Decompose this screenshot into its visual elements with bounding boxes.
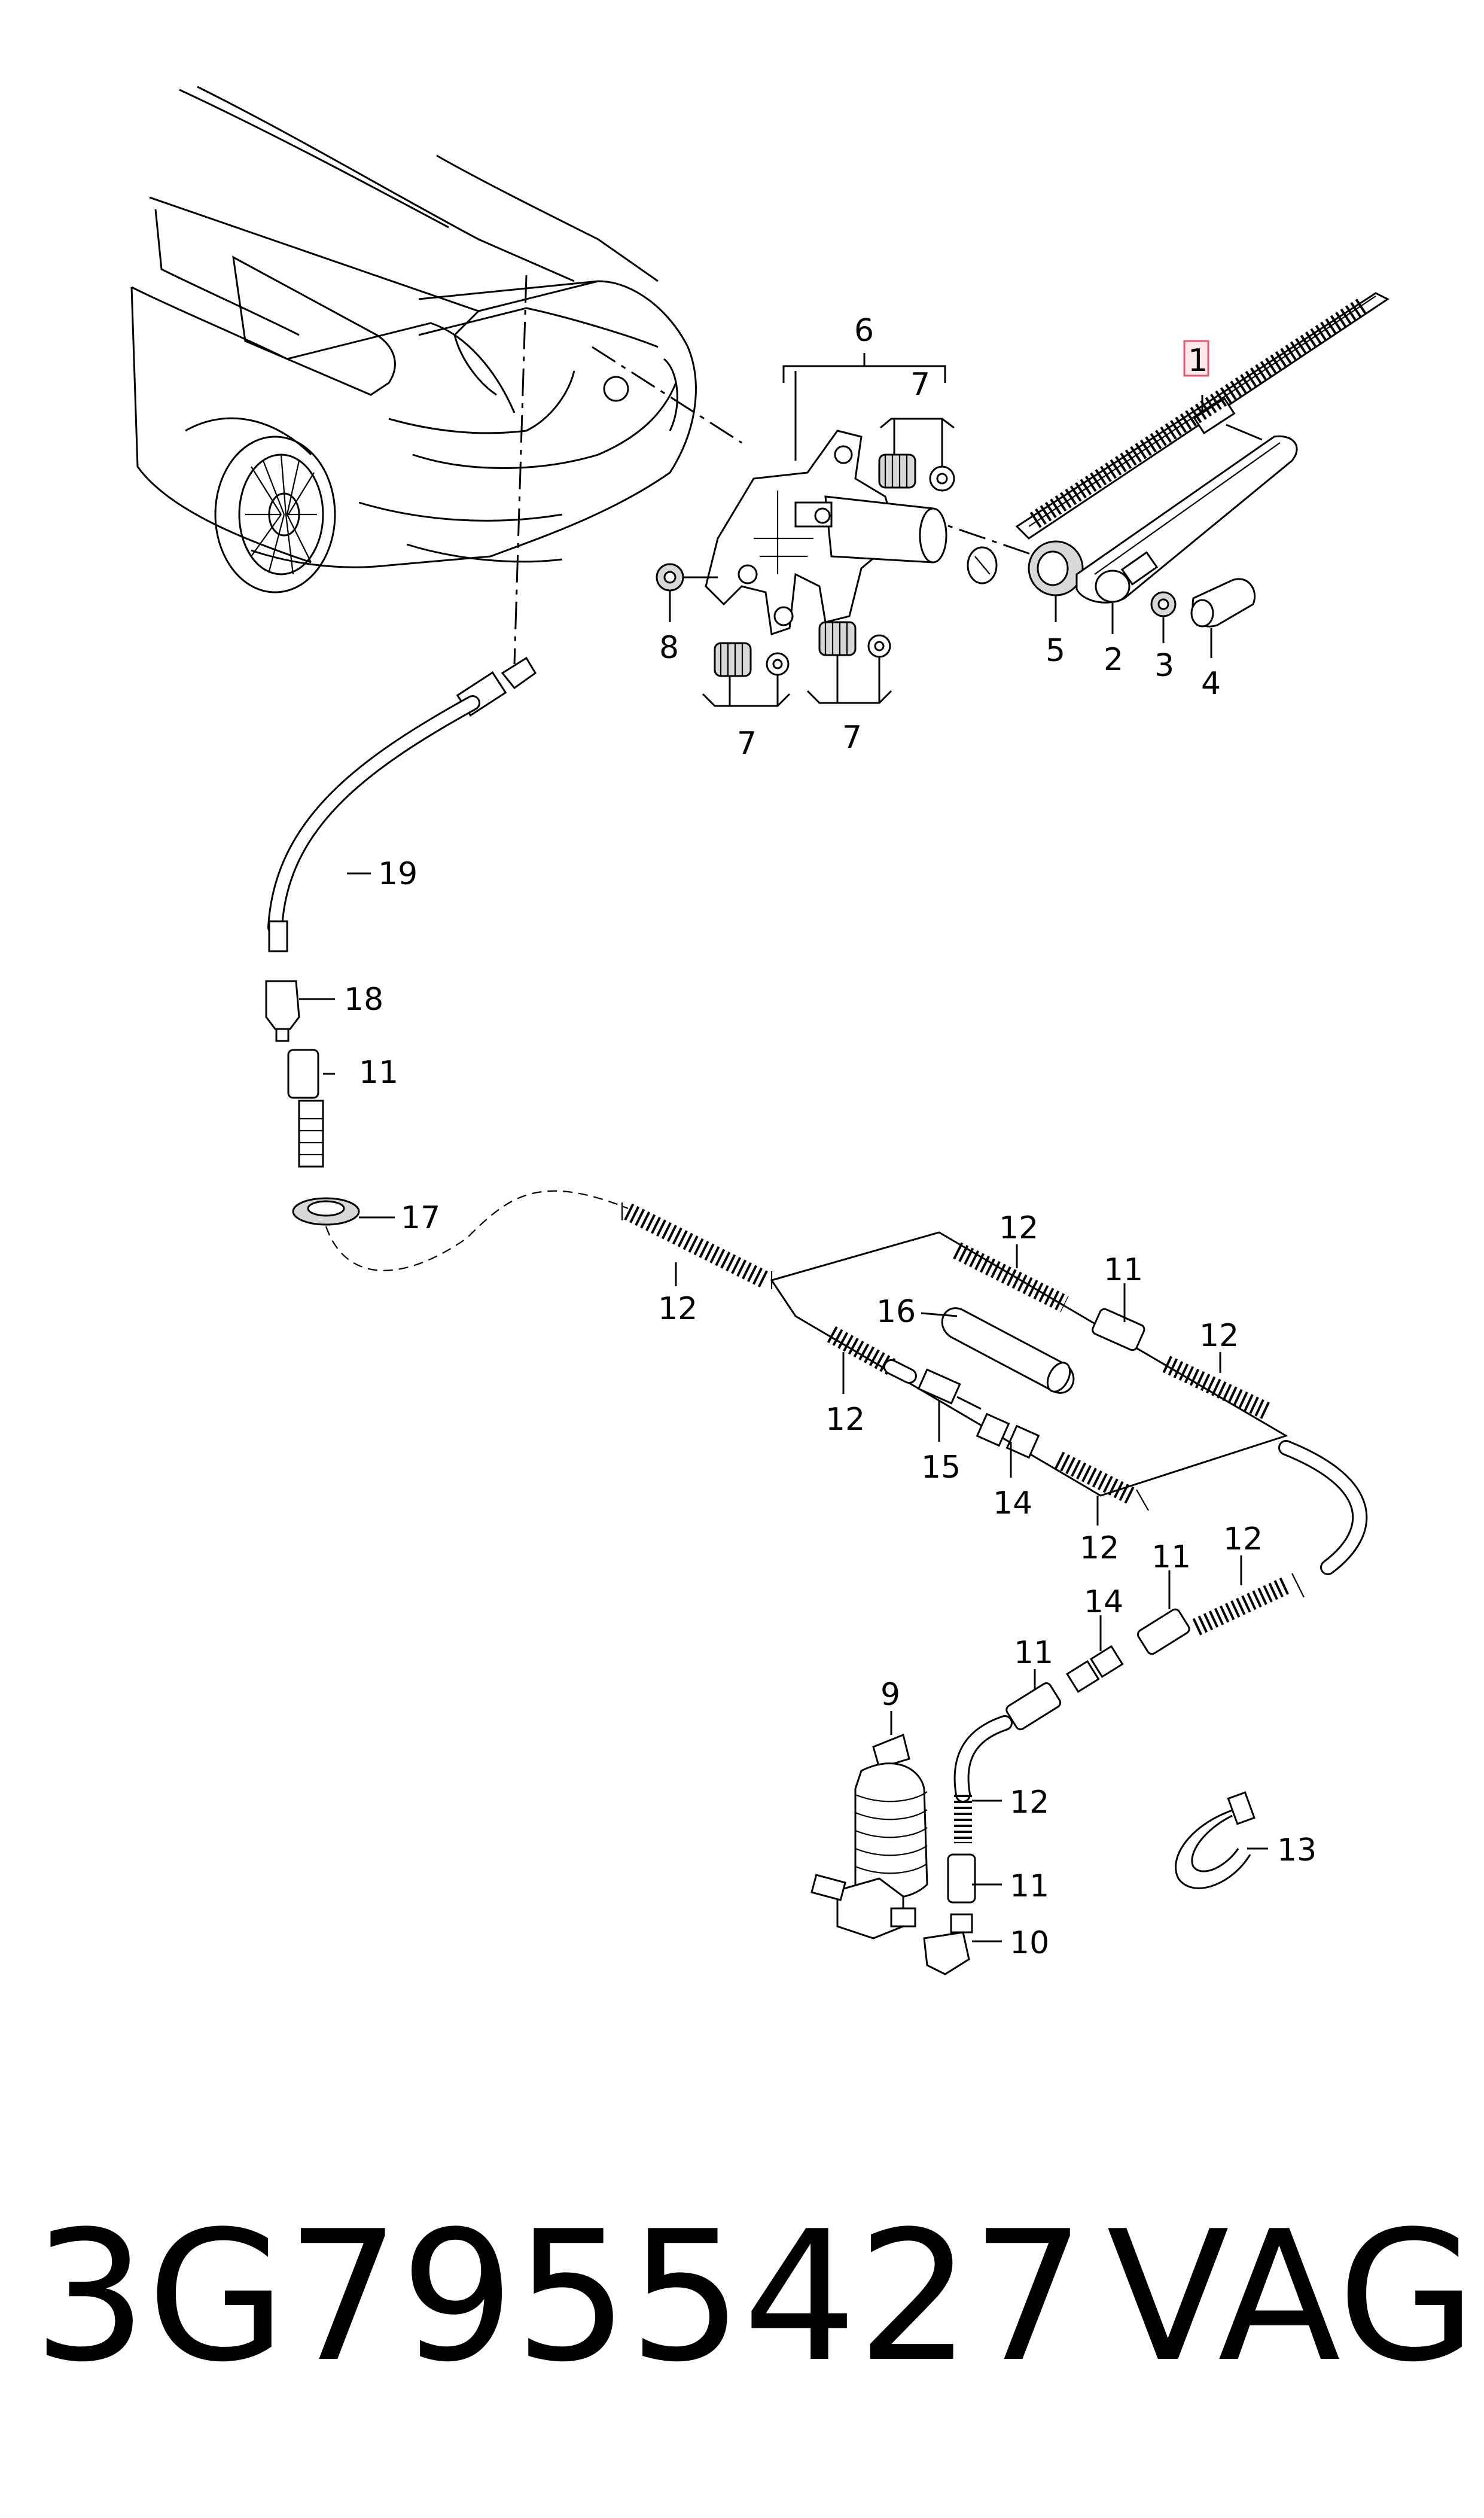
callout-12-e: 12	[1080, 1530, 1119, 1566]
callout-7-right: 7	[842, 720, 862, 756]
hose-routing-path	[325, 1190, 629, 1271]
part-11-sleeve-vertical	[947, 1853, 976, 1904]
callout-12-g: 12	[1010, 1785, 1049, 1820]
part-15-connector	[917, 1368, 982, 1410]
callout-14-b: 14	[1084, 1584, 1123, 1620]
callout-12-d: 12	[1199, 1318, 1239, 1354]
callout-5: 5	[1046, 633, 1065, 669]
callout-11-d: 11	[1014, 1635, 1053, 1671]
callout-13: 13	[1277, 1832, 1317, 1868]
bushing-screw-set-right	[806, 621, 892, 704]
part-12-ribbed-hose-e	[1055, 1451, 1135, 1504]
part-12-ribbed-hose-b	[953, 1242, 1069, 1313]
callout-11-a: 11	[359, 1055, 398, 1091]
part-16-tube	[941, 1307, 1075, 1394]
callout-17: 17	[401, 1200, 440, 1236]
callout-11-c: 11	[1151, 1539, 1191, 1575]
bushing-screw-set-upper	[878, 418, 955, 492]
part-11-sleeve-lower	[1005, 1682, 1062, 1731]
bushing-screw-set-left	[702, 642, 791, 707]
callout-leader-lines	[299, 872, 1268, 1942]
part-1-wiper-blade	[1015, 292, 1389, 540]
part-11-sleeve-mid	[1092, 1308, 1145, 1351]
callout-19: 19	[378, 856, 418, 892]
callout-11-e: 11	[1010, 1868, 1049, 1904]
wiper-motor-assembly	[705, 430, 998, 635]
callout-7-upper: 7	[910, 367, 930, 403]
callout-8: 8	[659, 630, 679, 666]
part-11-sleeve-upper	[287, 1049, 319, 1099]
leader-line-car-to-hose	[513, 275, 528, 665]
brand-label: VAG	[1107, 2193, 1477, 2401]
leader-line-motor-to-arm	[915, 513, 1125, 587]
callout-4: 4	[1201, 666, 1221, 702]
part-14-connector-lower	[1065, 1645, 1124, 1693]
callout-1: 1	[1188, 343, 1208, 379]
part-17-grommet	[292, 1197, 360, 1226]
part-5-grommet	[1028, 540, 1084, 622]
part-2-wiper-arm	[1075, 435, 1298, 634]
callout-9: 9	[880, 1677, 900, 1713]
part-12-ribbed-hose-d	[827, 1326, 896, 1375]
callout-16: 16	[876, 1294, 916, 1330]
callout-12-c: 12	[999, 1210, 1038, 1246]
callout-6: 6	[854, 313, 874, 349]
part-13-clip	[1175, 1791, 1256, 1889]
callout-2: 2	[1104, 642, 1123, 678]
callout-14-a: 14	[993, 1485, 1032, 1521]
car-rear-illustration	[130, 86, 697, 593]
callout-12-a: 12	[658, 1291, 697, 1327]
part-14-connector	[976, 1412, 1040, 1459]
part-18-connector	[265, 980, 300, 1042]
hose-curve-right	[1192, 1440, 1368, 1636]
callout-12-f: 12	[1223, 1521, 1263, 1557]
part-1-highlight-box	[1183, 340, 1209, 377]
callout-15: 15	[921, 1450, 961, 1485]
callout-12-b: 12	[825, 1402, 865, 1438]
callout-11-b: 11	[1104, 1252, 1143, 1288]
part-12-ribbed-hose-a	[624, 1203, 770, 1289]
part-19-hose	[267, 656, 537, 952]
callout-3: 3	[1154, 648, 1174, 684]
detail-bracket-box	[770, 1231, 1288, 1497]
part-4-cap	[1190, 578, 1256, 658]
part-3-nut	[1150, 591, 1177, 643]
callout-7-left: 7	[737, 726, 757, 762]
part-11-sleeve-lower-right	[1136, 1608, 1190, 1655]
callout-18: 18	[344, 982, 383, 1018]
part-8-nut	[656, 563, 718, 622]
hose-down-to-pump	[953, 1715, 1013, 1844]
part-number: 3G7955427	[33, 2193, 1086, 2401]
callout-labels: 1 2 3 4 5 6 7 7 7 8 9 10 11 11 11 11 11 …	[344, 313, 1317, 1961]
part-10-connector	[923, 1913, 973, 1975]
callout-10: 10	[1010, 1925, 1049, 1961]
leader-line-car-to-motor	[592, 346, 742, 444]
part-9-washer-pump	[810, 1733, 928, 1940]
part-12-ribbed-hose-c	[1162, 1356, 1272, 1420]
